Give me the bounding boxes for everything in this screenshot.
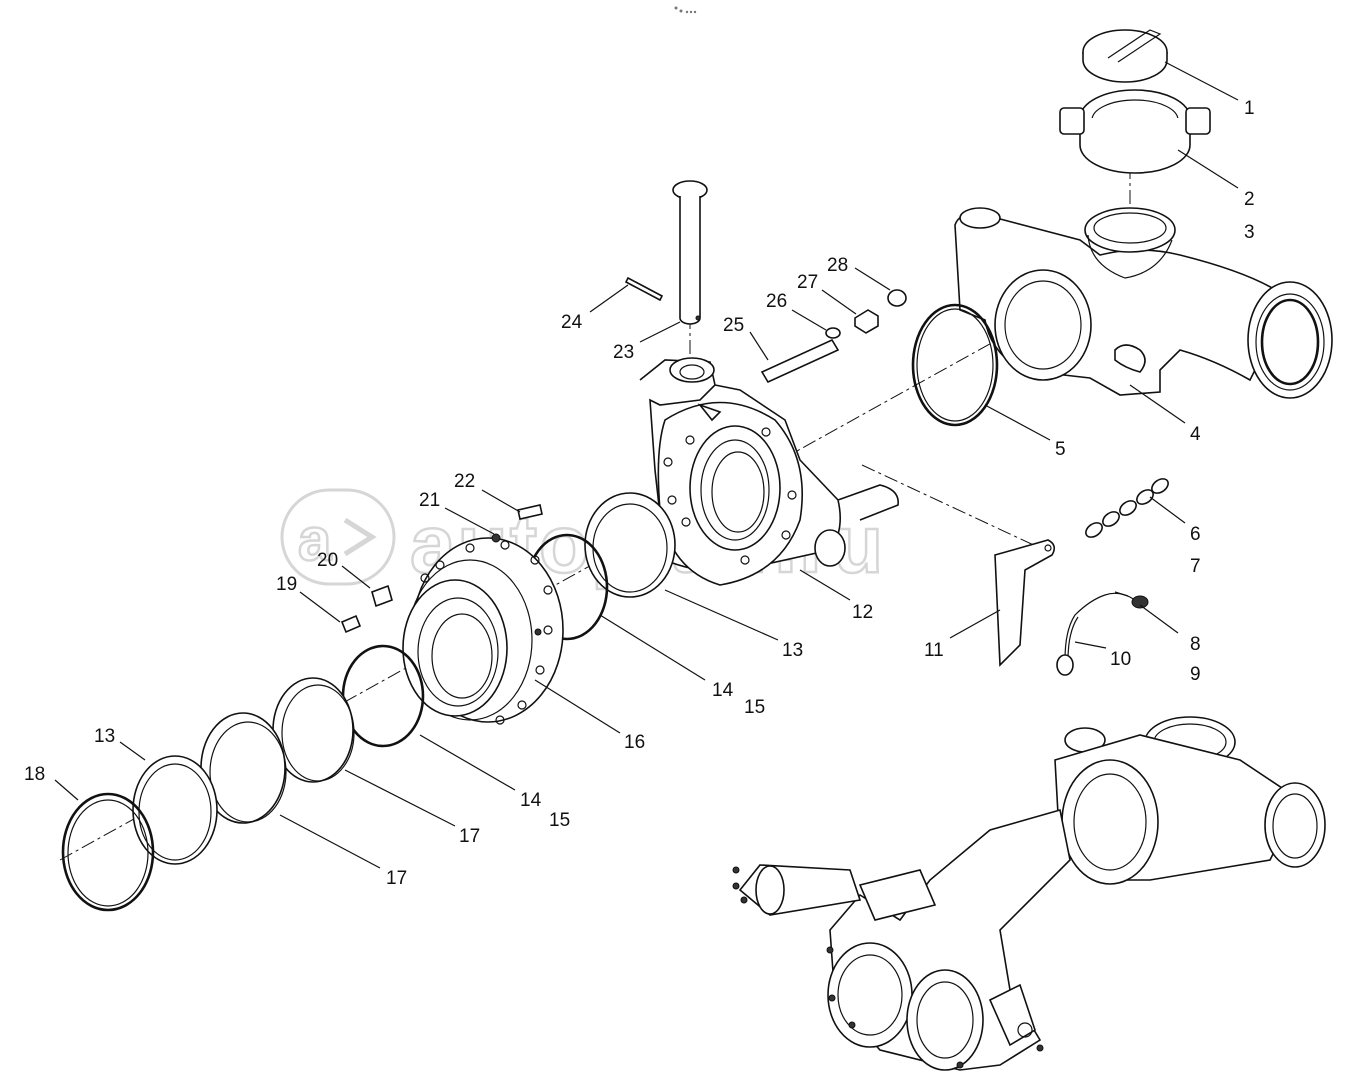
part-22-bolt [517, 504, 543, 520]
label-28: 28 [827, 255, 848, 276]
label-11: 11 [924, 640, 944, 661]
label-3: 3 [1244, 222, 1255, 243]
label-18: 18 [24, 764, 45, 785]
label-1: 1 [1244, 98, 1255, 119]
label-8: 8 [1190, 634, 1201, 655]
label-10: 10 [1110, 649, 1131, 670]
label-9: 9 [1190, 664, 1201, 685]
label-15-lower: 15 [549, 810, 570, 831]
part-2-clamp [1059, 89, 1211, 174]
label-19: 19 [276, 574, 297, 595]
part-17-sleeve-upper [272, 677, 355, 783]
label-13-lower: 13 [94, 726, 115, 747]
label-25: 25 [723, 315, 744, 336]
part-23-pin [672, 180, 708, 325]
label-14-upper: 14 [712, 680, 734, 701]
label-12: 12 [852, 602, 873, 623]
part-28-cap-nut [887, 289, 907, 307]
label-13-upper: 13 [782, 640, 803, 661]
leader-lines [54, 61, 1239, 869]
lever-axis [861, 464, 1041, 549]
part-3-4-elbow-housing [954, 207, 1333, 399]
label-21: 21 [419, 490, 440, 511]
svg-text:a: a [298, 506, 333, 573]
label-22: 22 [454, 471, 475, 492]
label-4: 4 [1190, 424, 1201, 445]
part-8-9-10-cable [1056, 591, 1149, 676]
label-17-upper: 17 [459, 826, 480, 847]
label-16: 16 [624, 732, 645, 753]
part-6-chain [1085, 478, 1169, 538]
label-15-upper: 15 [744, 697, 765, 718]
part-24-cotter [624, 276, 664, 302]
label-20: 20 [317, 550, 338, 571]
part-18-retaining-ring [61, 792, 155, 912]
main-axis [59, 304, 1061, 861]
part-27-nut [854, 309, 879, 334]
part-21-ball [491, 533, 501, 543]
part-5-o-ring [911, 303, 999, 427]
label-7: 7 [1190, 556, 1201, 577]
part-26-washer [825, 327, 841, 339]
part-labels: 1 2 3 4 5 6 7 8 9 10 11 12 13 14 15 16 1… [24, 98, 1255, 889]
label-6: 6 [1190, 524, 1201, 545]
label-23: 23 [613, 342, 634, 363]
part-20-bushing [371, 584, 393, 608]
label-17-lower: 17 [386, 868, 407, 889]
part-17-sleeve-lower [200, 712, 287, 824]
label-2: 2 [1244, 189, 1255, 210]
label-24: 24 [561, 312, 583, 333]
part-11-lever [994, 539, 1056, 667]
part-13-seal-ring-lower [132, 755, 218, 865]
label-27: 27 [797, 272, 818, 293]
label-26: 26 [766, 291, 787, 312]
label-5: 5 [1055, 439, 1066, 460]
part-25-stud [760, 338, 840, 384]
top-marks [674, 6, 697, 14]
part-19-sleeve [340, 614, 362, 634]
part-13-seal-ring-upper [584, 492, 676, 598]
part-16-flange-hub [402, 537, 564, 725]
label-14-lower: 14 [520, 790, 542, 811]
assembled-unit-view [732, 716, 1326, 1071]
part-1-cover [1082, 29, 1168, 83]
